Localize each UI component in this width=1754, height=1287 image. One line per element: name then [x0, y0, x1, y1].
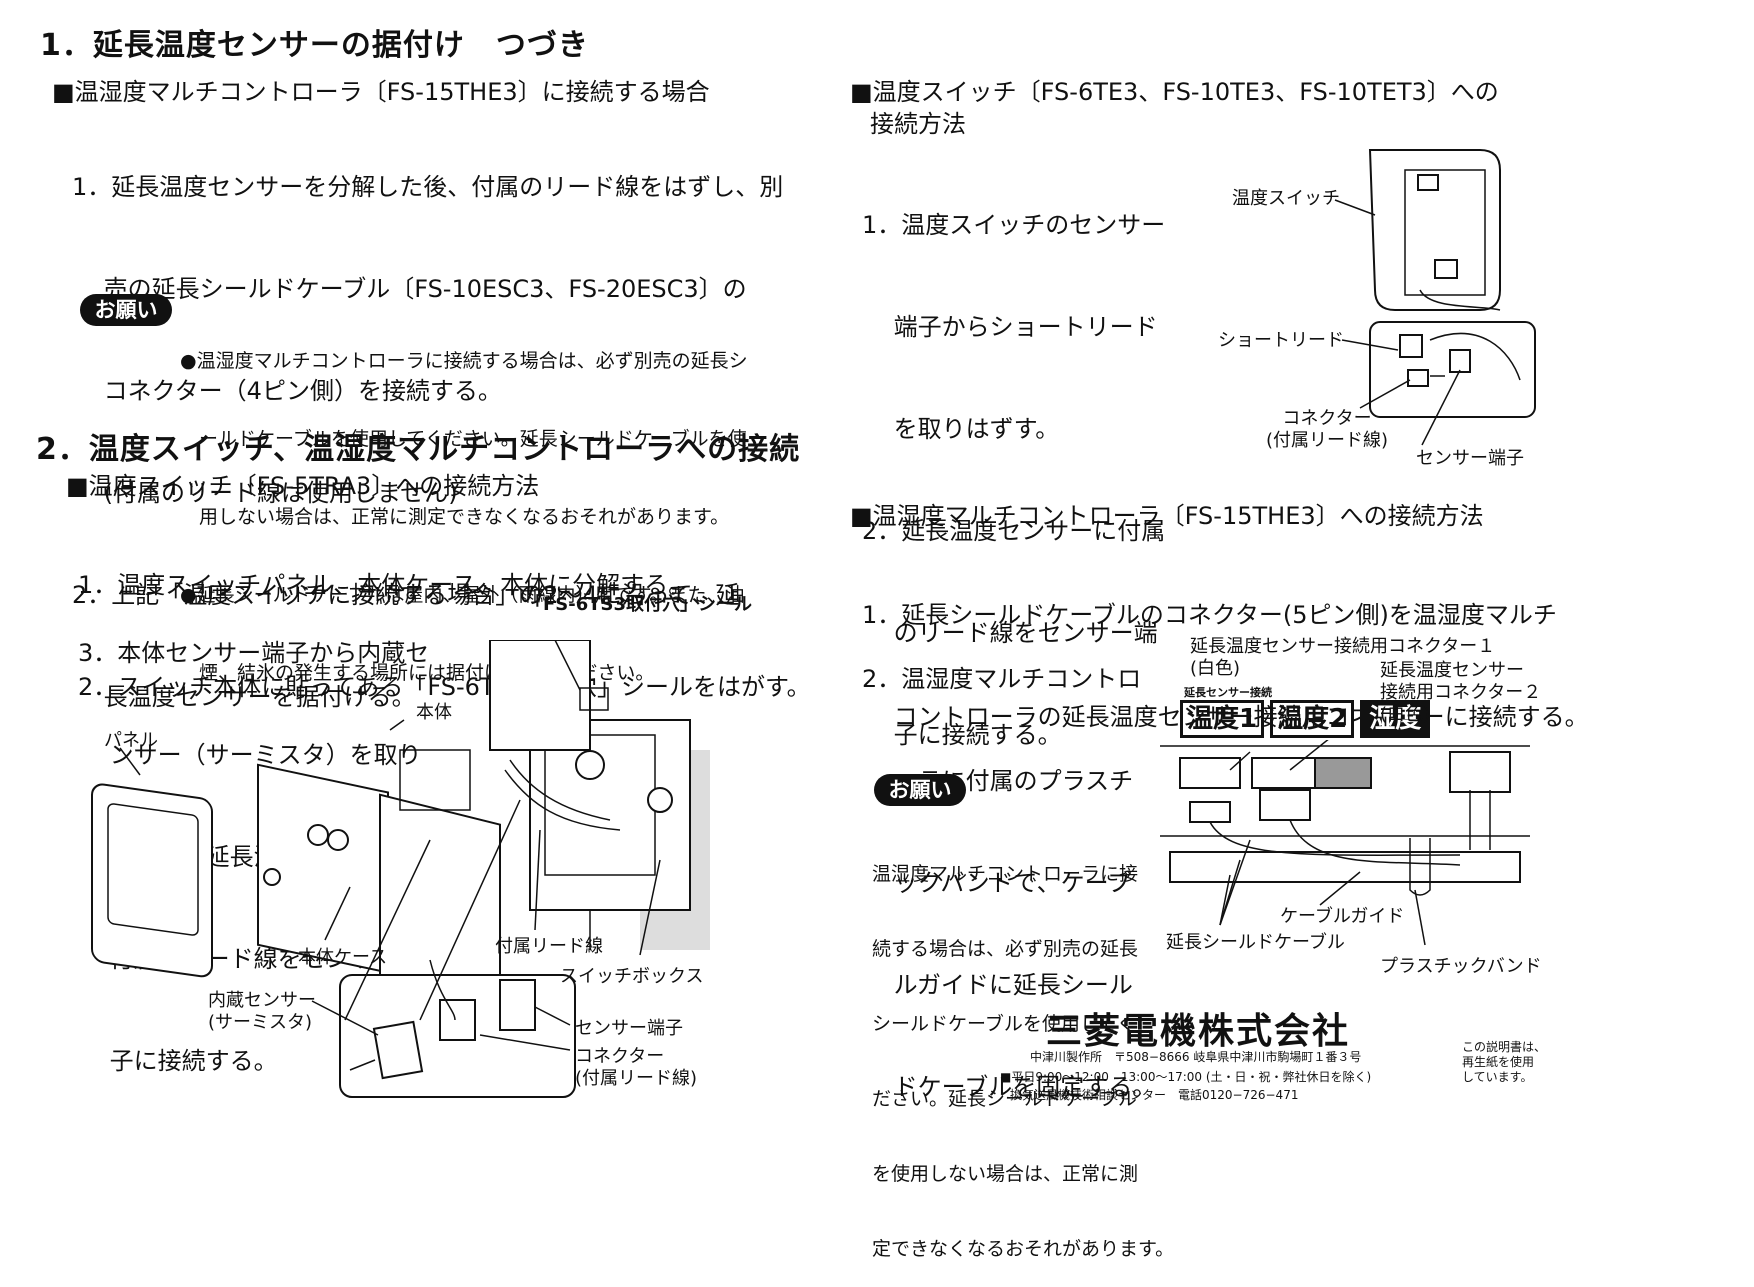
sub2-line: ンサー（サーミスタ）を取り: [78, 741, 422, 769]
sensor-terminal-label-2: センサー端子: [1416, 448, 1524, 469]
switch-exploded-diagram: [91, 640, 710, 1098]
note-line: ださい。延長シールドケーブル: [872, 1088, 1137, 1110]
sticker-label: 「FS-6TS3取付穴」シール: [525, 594, 753, 615]
sub1-line: コネクター（4ピン側）を接続する。: [72, 377, 502, 405]
sub2-heading: ■温度スイッチ〔FS-5TRA3〕への接続方法: [66, 472, 540, 500]
company-name: 三菱電機株式会社: [1046, 1011, 1351, 1052]
temp2-indicator: 温度2: [1270, 700, 1355, 738]
indicator-panel: 温度1 温度2 湿度: [1180, 700, 1431, 738]
temp-switch-diagram: [1334, 149, 1536, 446]
sub1-line: 2．上記「温度スイッチに接続する場合」の2～4に沿って、延: [72, 581, 740, 609]
note-line: ールドケーブルを使用してください。延長シールドケーブルを使: [180, 428, 747, 450]
section1-title: 1．延長温度センサーの据付け つづき: [40, 28, 589, 63]
conn1-label: 延長温度センサー接続用コネクター１ (白色): [1190, 636, 1496, 679]
lead-label: 付属リード線: [495, 936, 603, 957]
sub1-heading: ■温湿度マルチコントローラ〔FS-15THE3〕に接続する場合: [52, 78, 710, 106]
sub1-line: (付属のリード線は使用しません): [72, 479, 458, 507]
note-line: を使用しない場合は、正常に測: [872, 1163, 1139, 1185]
sub3-items: 1．温度スイッチのセンサー 端子からショートリード を取りはずす。 2．延長温度…: [862, 140, 1165, 786]
internal-sensor-label: 内蔵センサー (サーミスタ): [208, 990, 316, 1033]
sub3-heading: ■温度スイッチ〔FS-6TE3、FS-10TE3、FS-10TET3〕への: [850, 78, 1499, 106]
sub4-heading: ■温湿度マルチコントローラ〔FS-15THE3〕への接続方法: [850, 502, 1484, 530]
sub3-line: 2．延長温度センサーに付属: [862, 517, 1166, 545]
business-hours: ■平日9:00～12:00 13:00～17:00 (土・日・祝・弊社休日を除く…: [1000, 1070, 1372, 1084]
connector-label-2: コネクター (付属リード線): [1266, 408, 1389, 451]
sub4-line: ドケーブルを固定する。: [862, 1073, 1157, 1101]
section2-title: 2．温度スイッチ、温湿度マルチコントローラへの接続: [36, 432, 801, 467]
sub3-line: を取りはずす。: [862, 415, 1060, 443]
conn2-label: 延長温度センサー 接続用コネクター２ (白色): [1380, 660, 1542, 725]
humid-indicator: 湿度: [1360, 700, 1431, 738]
sub2-line: 3．本体センサー端子から内蔵セ: [78, 639, 430, 667]
onegai-notes-left: ●温湿度マルチコントローラに接続する場合は、必ず別売の延長シ ールドケーブルを使…: [180, 296, 748, 712]
temp1-indicator: 温度1: [1180, 700, 1265, 738]
sub4-line: ルガイドに延長シール: [862, 971, 1133, 999]
temp-switch-label: 温度スイッチ: [1232, 188, 1340, 209]
factory-address: 中津川製作所 〒508−8666 岐阜県中津川市駒場町１番３号: [1030, 1050, 1362, 1064]
sub2-line: 1．温度スイッチパネル、本体ケース、本体に分解する。: [78, 571, 693, 599]
sub4-item2: 2．温湿度マルチコントロ ーラに付属のプラスチ ックバンドで、ケーブ ルガイドに…: [862, 594, 1156, 1138]
sensor-terminal-label: センサー端子: [575, 1018, 683, 1039]
body-label: 本体: [416, 702, 452, 723]
plastic-band-label: プラスチックバンド: [1380, 956, 1542, 977]
onegai-badge-right: お願い: [874, 774, 966, 806]
note-line: 用しない場合は、正常に測定できなくなるおそれがあります。: [180, 506, 730, 528]
shield-cable-label: 延長シールドケーブル: [1166, 932, 1345, 953]
panel-label: パネル: [104, 730, 158, 751]
sub4-line: 2．温湿度マルチコントロ: [862, 665, 1142, 693]
sub1-line: 売の延長シールドケーブル〔FS-10ESC3、FS-20ESC3〕の: [72, 275, 747, 303]
sub3-line: 子に接続する。: [862, 721, 1062, 749]
sub4-item1: 1．延長シールドケーブルのコネクター(5ピン側)を温湿度マルチ コントローラの延…: [862, 530, 1589, 768]
note-line: ●延長シールドケーブルは屋内、屋外（雨線内）用です。また、油: [180, 584, 745, 606]
sub2-line: 子に接続する。: [78, 1047, 278, 1075]
sub4-line: ックバンドで、ケーブ: [862, 869, 1132, 897]
sub4-line: 1．延長シールドケーブルのコネクター(5ピン側)を温湿度マルチ: [862, 601, 1557, 629]
sub2-line: 2．スイッチ本体に貼ってある「FS-6TS3取付穴」シールをはがす。: [78, 673, 811, 701]
short-lead-label: ショートリード: [1218, 330, 1344, 351]
note-line: シールドケーブルを使用してく: [872, 1013, 1136, 1035]
sub3-heading-2: 接続方法: [870, 110, 966, 138]
controller-connection-diagram: [1160, 740, 1530, 946]
sub3-line: のリード線をセンサー端: [862, 619, 1158, 647]
note-line: 定できなくなるおそれがあります。: [872, 1238, 1175, 1260]
sub3-line: 1．温度スイッチのセンサー: [862, 211, 1166, 239]
panel-caption: 延長センサー接続: [1184, 686, 1272, 699]
onegai-badge-left: お願い: [80, 294, 172, 326]
body-case-label: 本体ケース: [298, 947, 388, 968]
connector-label: コネクター (付属リード線): [575, 1046, 698, 1089]
recycle-note: この説明書は、 再生紙を使用 しています。: [1462, 1040, 1547, 1084]
sub1-line: 長温度センサーを据付ける。: [72, 683, 416, 711]
note-line: 温湿度マルチコントローラに接: [872, 863, 1139, 885]
sub3-line: 端子からショートリード: [862, 313, 1158, 341]
support-center: 換気送風機技術相談センター 電話0120−726−471: [1010, 1088, 1299, 1102]
note-line: ●温湿度マルチコントローラに接続する場合は、必ず別売の延長シ: [180, 350, 748, 372]
sub2-items: 1．温度スイッチパネル、本体ケース、本体に分解する。 2．スイッチ本体に貼ってあ…: [78, 500, 811, 738]
sub4-line: コントローラの延長温度センサー接続用コネクターに接続する。: [862, 703, 1589, 731]
switch-box-label: スイッチボックス: [560, 966, 704, 987]
sub1-line: 1．延長温度センサーを分解した後、付属のリード線をはずし、別: [72, 173, 784, 201]
sub1-items: 1．延長温度センサーを分解した後、付属のリード線をはずし、別 売の延長シールドケ…: [72, 102, 783, 748]
note-line: 続する場合は、必ず別売の延長: [872, 938, 1139, 960]
cable-guide-label: ケーブルガイド: [1280, 906, 1405, 927]
